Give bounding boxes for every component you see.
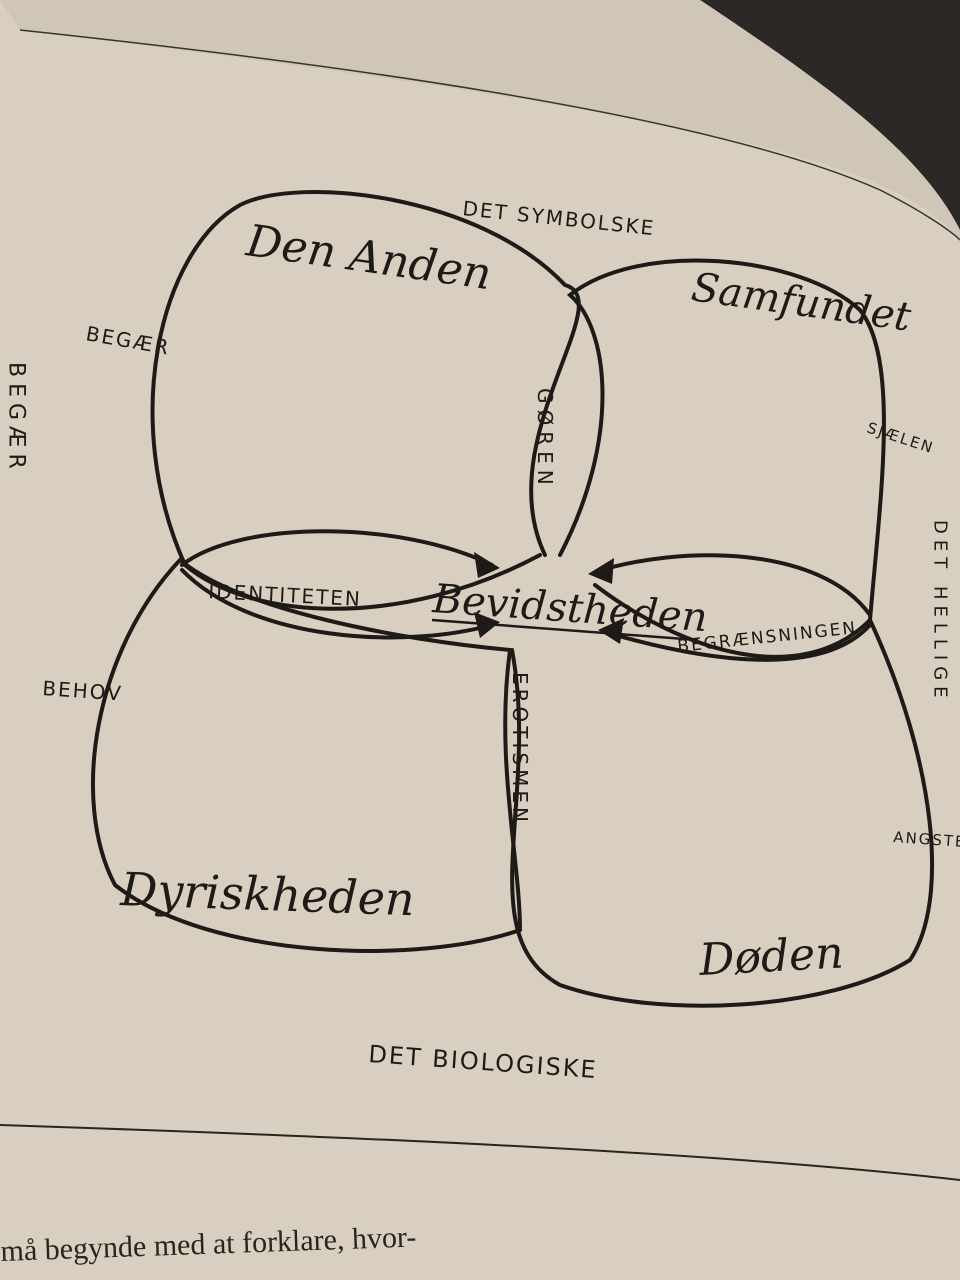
overlap-label-top: GØREN bbox=[533, 388, 557, 491]
arrow-identiteten-bottom bbox=[180, 568, 494, 640]
arrow-begraensningen-top bbox=[593, 553, 872, 617]
axis-label-left: BEGÆR bbox=[4, 362, 29, 475]
overlap-label-bottom: EROTISMEN bbox=[508, 672, 532, 826]
dark-background-corner bbox=[700, 0, 960, 230]
arrowhead-icon bbox=[588, 558, 614, 584]
arrow-begraensningen-bottom bbox=[603, 623, 872, 662]
arrow-identiteten-top bbox=[180, 529, 494, 567]
center-underline bbox=[431, 618, 699, 642]
arrowhead-icon bbox=[598, 618, 624, 644]
page-top-edge bbox=[19, 29, 960, 241]
page-curl bbox=[0, 0, 960, 240]
boundary-label-angsten: ANGSTEN bbox=[893, 828, 960, 852]
petal-bottom-right bbox=[510, 618, 935, 1008]
diagram-lines bbox=[91, 190, 935, 1008]
petal-bottom-left bbox=[91, 557, 522, 953]
boundary-label-behov: BEHOV bbox=[42, 676, 124, 706]
petal-label-bottom-right: Døden bbox=[697, 928, 845, 987]
axis-label-right: DET HELLIGE bbox=[930, 520, 951, 704]
petal-top-right bbox=[558, 258, 886, 659]
petal-label-bottom-left: Dyriskheden bbox=[119, 862, 416, 926]
rule-line bbox=[0, 1124, 960, 1181]
arrowhead-icon bbox=[474, 552, 500, 578]
